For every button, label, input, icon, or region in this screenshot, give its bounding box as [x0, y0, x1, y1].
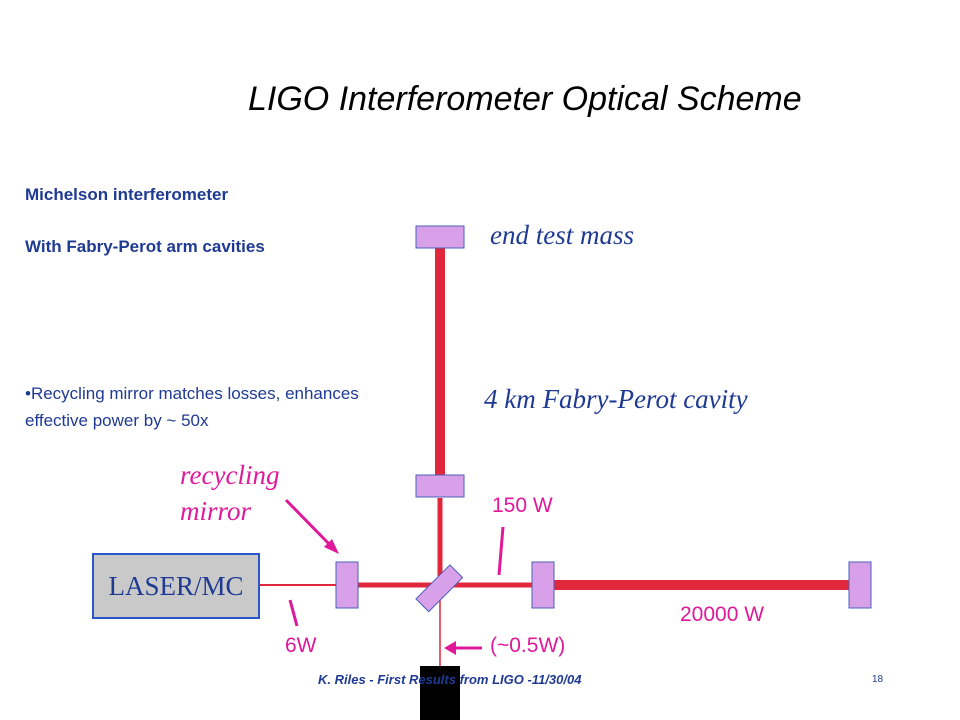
power-dark-port-label: (~0.5W)	[490, 634, 566, 657]
page-title: LIGO Interferometer Optical Scheme	[248, 80, 802, 118]
recycling-label-line1: recycling	[180, 460, 280, 490]
recycling-arrow	[284, 498, 335, 550]
cavity-label: 4 km Fabry-Perot cavity	[484, 384, 748, 414]
photodetector	[420, 666, 460, 720]
recycling-arrowhead	[324, 539, 339, 554]
recycling-bullet: •Recycling mirror matches losses, enhanc…	[25, 384, 359, 430]
end-test-mass-vertical	[415, 225, 465, 249]
subtitle-fabry-perot: With Fabry-Perot arm cavities	[25, 237, 265, 256]
input-test-mass-vertical	[415, 474, 465, 498]
power-20000w-label: 20000 W	[680, 603, 765, 626]
footer-text: K. Riles - First Results from LIGO -11/3…	[318, 672, 582, 687]
page-number: 18	[872, 674, 884, 685]
end-test-mass-horizontal	[848, 561, 872, 609]
power-150w-label: 150 W	[492, 494, 553, 517]
recycling-label-line2: mirror	[180, 496, 252, 526]
subtitle-michelson: Michelson interferometer	[25, 185, 229, 204]
power-6w-tick	[288, 599, 299, 627]
recycling-mirror	[335, 561, 359, 609]
power-6w-label: 6W	[285, 634, 317, 657]
end-test-mass-label: end test mass	[490, 220, 634, 250]
input-test-mass-horizontal	[531, 561, 555, 609]
power-150w-tick	[497, 526, 505, 576]
dark-port-arrowhead	[444, 641, 456, 655]
beam-splitter	[415, 564, 464, 613]
laser-mc-box: LASER/MC	[92, 553, 260, 619]
